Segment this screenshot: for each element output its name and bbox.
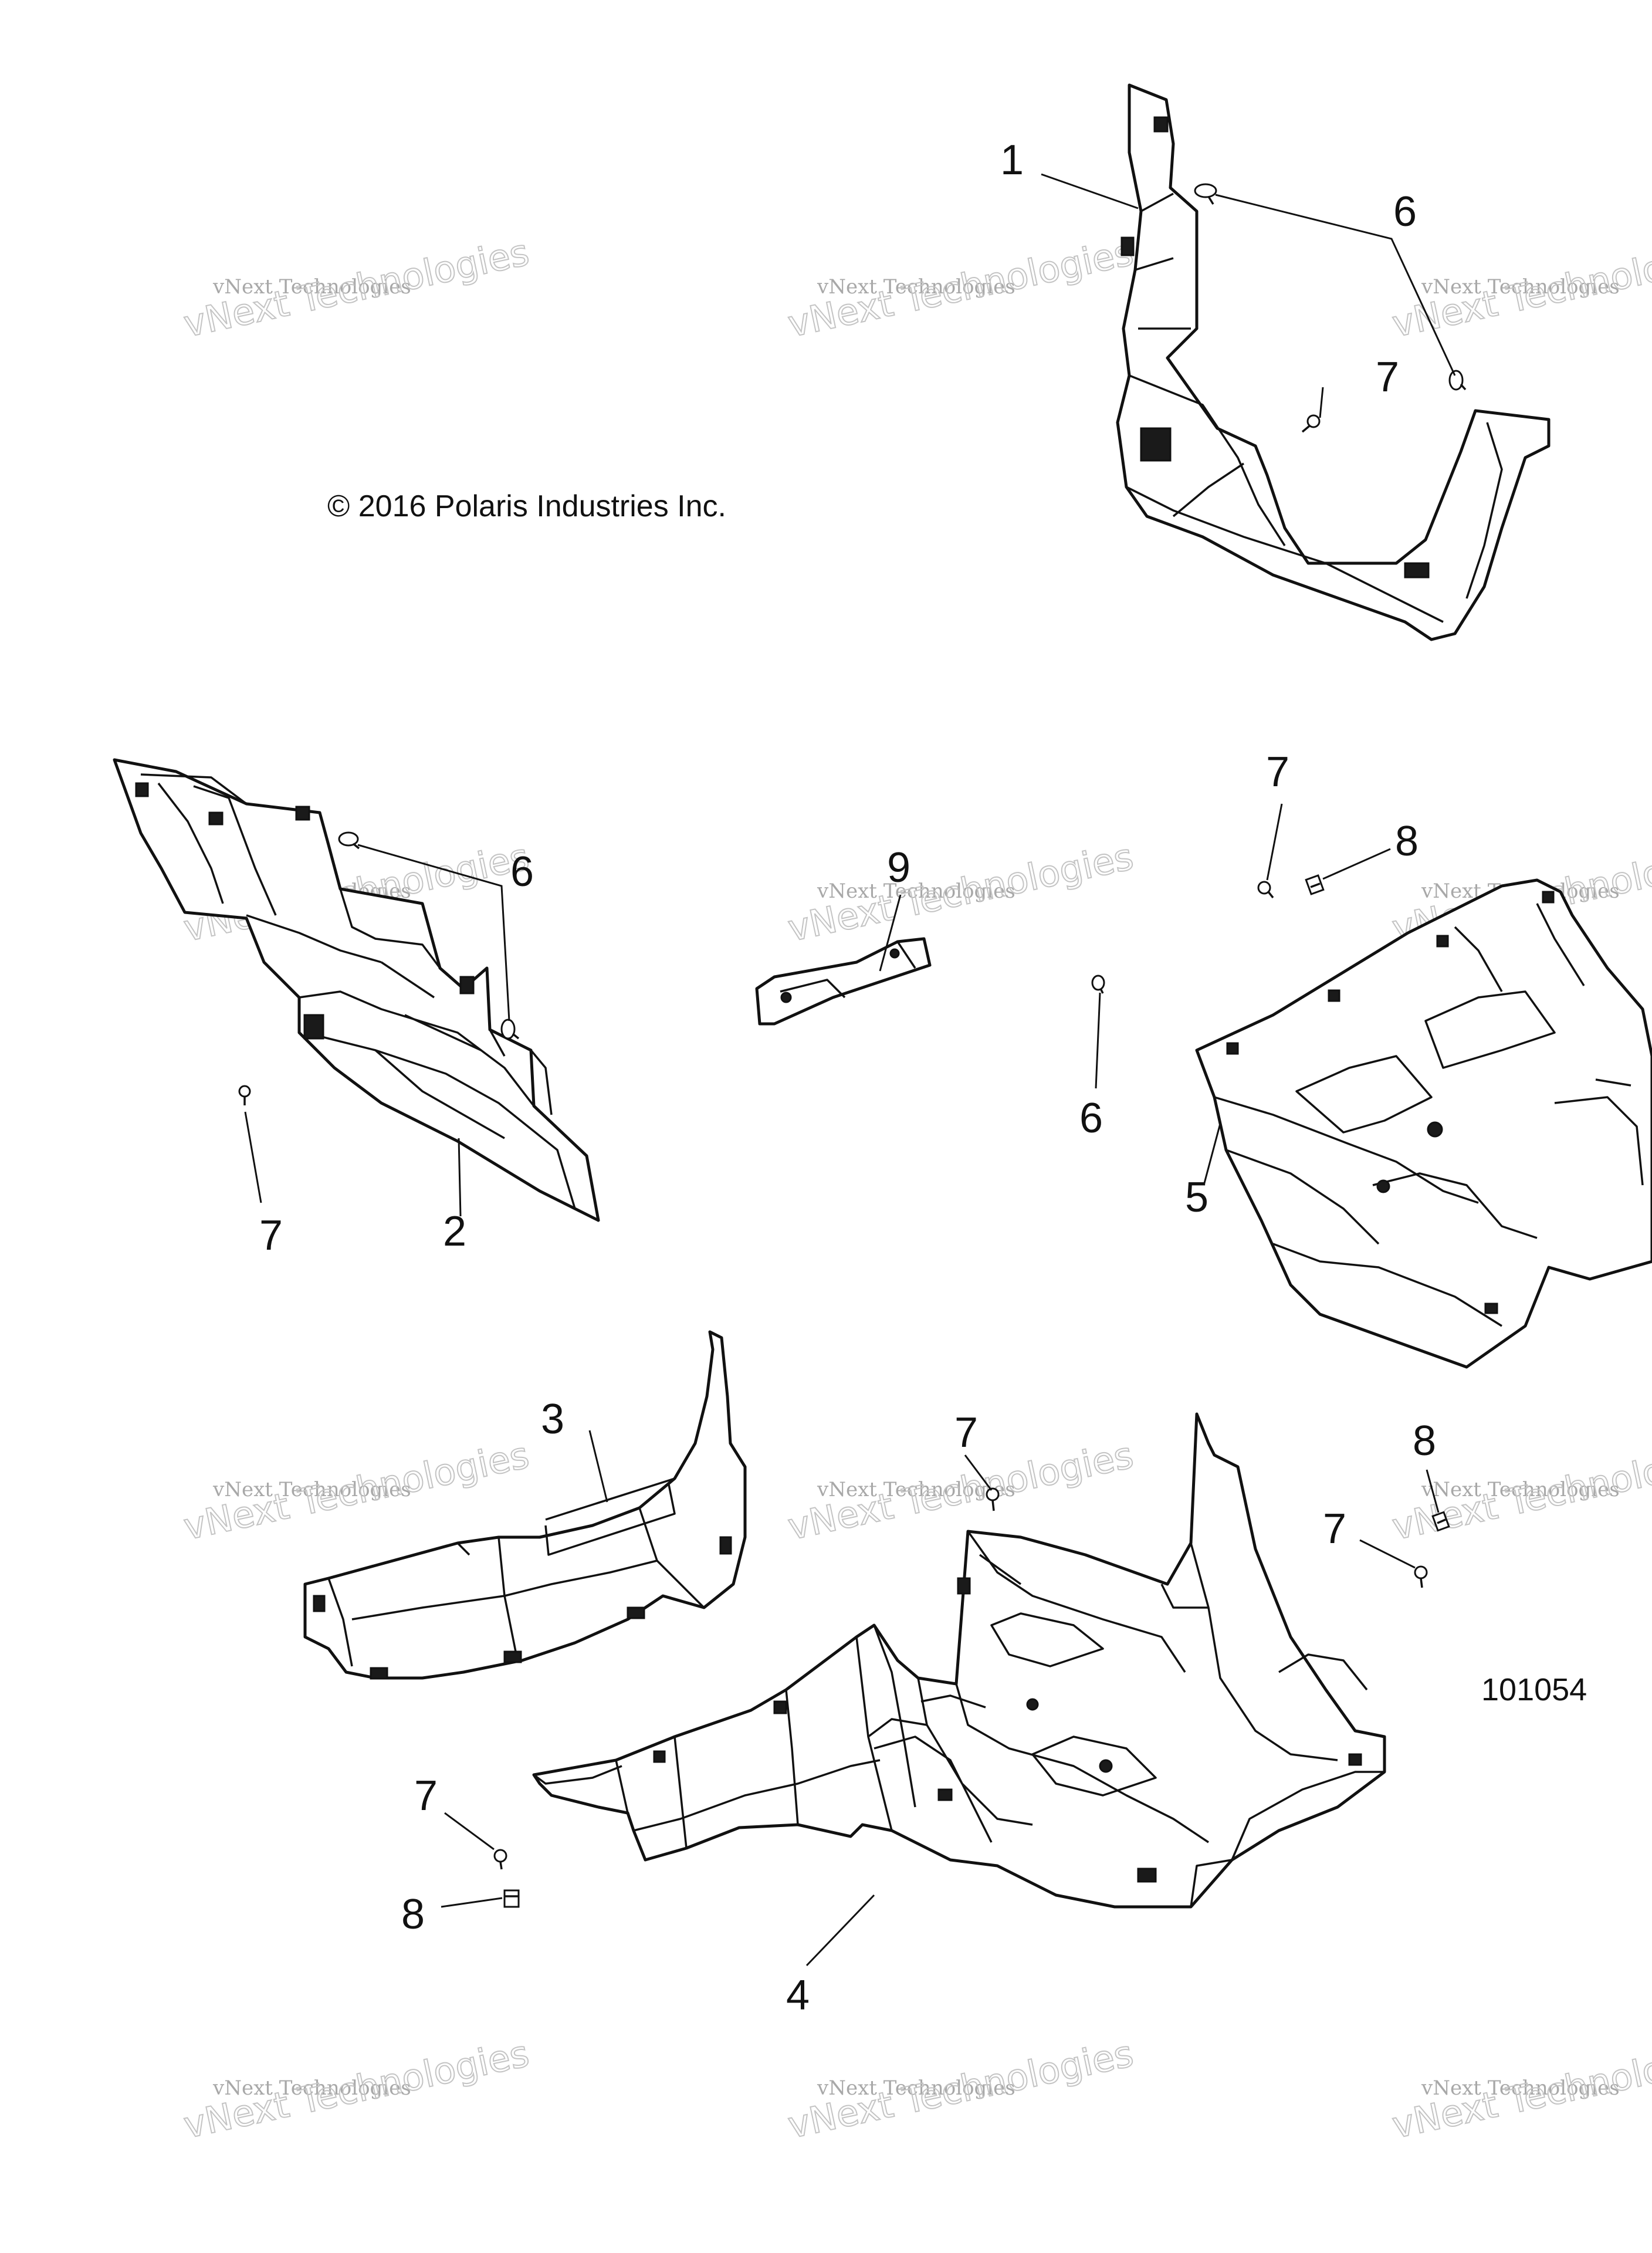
screw-icon bbox=[493, 1849, 507, 1870]
callout-8: 8 bbox=[401, 1891, 425, 1938]
callout-2: 2 bbox=[443, 1208, 466, 1255]
panel-1-tab bbox=[1404, 562, 1430, 579]
callout-9: 9 bbox=[887, 844, 910, 891]
callout-5: 5 bbox=[1185, 1174, 1208, 1221]
callout-7: 7 bbox=[1323, 1506, 1346, 1552]
floor-4-drain bbox=[1026, 1698, 1039, 1711]
rail-3-hole bbox=[503, 1650, 522, 1663]
watermark-text: vNext Technologies bbox=[1421, 1478, 1620, 1501]
callout-7: 7 bbox=[259, 1212, 283, 1259]
clip-icon bbox=[1305, 874, 1325, 895]
callout-7: 7 bbox=[954, 1409, 978, 1456]
panel-2-slot bbox=[303, 1014, 324, 1040]
panel-1-hole bbox=[1153, 116, 1169, 133]
rail-3-hole bbox=[370, 1667, 388, 1680]
part-5-floor-tub bbox=[1195, 878, 1652, 1369]
floor-4-hole bbox=[653, 1750, 666, 1763]
screw-icon bbox=[986, 1487, 1000, 1511]
part-2-side-panel bbox=[113, 758, 600, 1222]
callout-3: 3 bbox=[541, 1396, 564, 1443]
floor-4-drain bbox=[1099, 1759, 1113, 1773]
clip-icon bbox=[1431, 1511, 1450, 1532]
part-4-floor-assembly bbox=[532, 1412, 1386, 1909]
watermark-text: vNext Technologies bbox=[1421, 275, 1620, 299]
callout-4: 4 bbox=[786, 1972, 810, 2019]
panel-2-hole bbox=[295, 806, 310, 821]
callout-6: 6 bbox=[1393, 188, 1417, 235]
rail-3-hole bbox=[719, 1536, 732, 1555]
panel-2-hole bbox=[135, 782, 149, 797]
callout-6: 6 bbox=[1079, 1095, 1103, 1142]
fasteners bbox=[238, 183, 1467, 1908]
part-9-bracket bbox=[755, 937, 932, 1026]
watermark-text: vNext Technologies bbox=[212, 1478, 411, 1501]
leader-lines bbox=[244, 173, 1456, 1967]
figure-number: 101054 bbox=[1481, 1672, 1587, 1707]
push-rivet-icon bbox=[1448, 370, 1467, 391]
bracket-9-hole bbox=[780, 992, 792, 1003]
tub-5-hole bbox=[1226, 1042, 1239, 1055]
tub-5-slot bbox=[1484, 1303, 1498, 1314]
panel-2-hole bbox=[459, 976, 475, 994]
callout-8: 8 bbox=[1413, 1418, 1436, 1464]
tub-5-hole bbox=[1328, 989, 1340, 1002]
callout-7: 7 bbox=[414, 1772, 438, 1819]
screw-icon bbox=[238, 1085, 251, 1105]
floor-4-slot bbox=[1137, 1868, 1157, 1883]
panel-2-hole bbox=[208, 811, 224, 826]
floor-4-hole bbox=[1348, 1753, 1362, 1766]
push-rivet-icon bbox=[338, 831, 360, 850]
tub-5-hole bbox=[1436, 935, 1449, 948]
callout-7: 7 bbox=[1376, 354, 1399, 401]
screw-icon bbox=[1301, 414, 1321, 433]
callout-6: 6 bbox=[510, 848, 534, 895]
part-1-panel bbox=[1116, 83, 1551, 641]
tub-5-drain bbox=[1427, 1121, 1443, 1138]
floor-4-hole bbox=[773, 1700, 787, 1714]
copyright-text: © 2016 Polaris Industries Inc. bbox=[327, 489, 726, 523]
watermark-text: vNext Technologies bbox=[212, 275, 411, 299]
panel-1-hole bbox=[1120, 236, 1135, 256]
callouts: 1 6 7 6 9 7 8 6 5 7 2 3 7 8 7 7 8 4 bbox=[259, 137, 1436, 2019]
floor-4-hole bbox=[957, 1577, 971, 1595]
watermark-text: vNext Technologies bbox=[817, 2076, 1015, 2100]
callout-1: 1 bbox=[1000, 137, 1024, 184]
push-rivet-icon bbox=[1091, 975, 1105, 994]
watermark-text: vNext Technologies bbox=[817, 879, 1015, 903]
watermark-text: vNext Technologies bbox=[817, 275, 1015, 299]
panel-1-slot bbox=[1140, 427, 1172, 462]
clip-icon bbox=[503, 1889, 520, 1908]
push-rivet-icon bbox=[1194, 183, 1217, 205]
part-3-footwell-rail bbox=[303, 1330, 747, 1680]
watermark-text: vNext Technologies bbox=[1421, 2076, 1620, 2100]
floor-4-hole bbox=[937, 1788, 953, 1801]
rail-3-hole bbox=[313, 1595, 326, 1612]
tub-5-hole bbox=[1542, 891, 1555, 904]
tub-5-drain bbox=[1376, 1179, 1390, 1193]
push-rivet-icon bbox=[500, 1019, 520, 1040]
screw-icon bbox=[1414, 1565, 1428, 1588]
bracket-9-hole bbox=[889, 948, 900, 959]
screw-icon bbox=[1257, 881, 1274, 899]
callout-7: 7 bbox=[1266, 749, 1289, 796]
watermark-text: vNext Technologies bbox=[817, 1478, 1015, 1501]
callout-8: 8 bbox=[1395, 818, 1419, 865]
watermark-text: vNext Technologies bbox=[212, 2076, 411, 2100]
rail-3-hole bbox=[627, 1606, 645, 1619]
